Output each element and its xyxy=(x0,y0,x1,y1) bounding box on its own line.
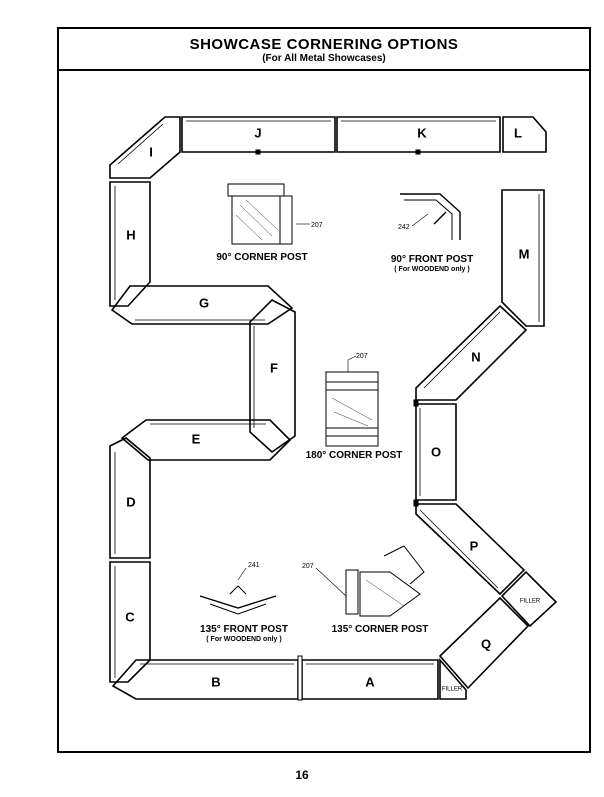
label-M: M xyxy=(519,246,530,261)
label-K: K xyxy=(417,125,427,140)
label-E: E xyxy=(192,431,201,446)
label-G: G xyxy=(199,295,209,310)
case-L xyxy=(502,116,547,153)
caption-180-corner-post: 180° CORNER POST xyxy=(306,450,403,461)
part-number-242: 242 xyxy=(398,224,410,231)
label-H: H xyxy=(126,227,135,242)
filler-lower-label: FILLER xyxy=(442,687,463,693)
caption-135-corner-post: 135° CORNER POST xyxy=(332,624,429,635)
label-C: C xyxy=(125,609,135,624)
corner-post-90-detail xyxy=(227,183,310,245)
corner-post-135-detail xyxy=(315,545,425,617)
page-title: SHOWCASE CORNERING OPTIONS xyxy=(189,36,459,53)
case-M xyxy=(501,189,545,327)
label-L: L xyxy=(514,125,522,140)
label-D: D xyxy=(126,494,135,509)
page-number: 16 xyxy=(295,768,309,782)
label-P: P xyxy=(470,538,479,553)
page-subtitle: (For All Metal Showcases) xyxy=(262,53,386,64)
part-number-207-b: 207 xyxy=(356,353,368,360)
case-G xyxy=(110,285,294,325)
case-B xyxy=(111,659,299,700)
part-number-207-a: 207 xyxy=(311,222,323,229)
filler-upper-label: FILLER xyxy=(520,599,541,605)
label-A: A xyxy=(365,674,375,689)
case-I xyxy=(109,116,181,179)
caption-135-front-post: 135° FRONT POST xyxy=(200,624,288,635)
case-D xyxy=(109,437,151,559)
header: SHOWCASE CORNERING OPTIONS (For All Meta… xyxy=(59,29,589,71)
label-I: I xyxy=(149,144,153,159)
note-90-front-post: ( For WOODEND only ) xyxy=(394,266,469,273)
caption-90-corner-post: 90° CORNER POST xyxy=(216,252,307,263)
page-frame: SHOWCASE CORNERING OPTIONS (For All Meta… xyxy=(57,27,591,753)
caption-90-front-post: 90° FRONT POST xyxy=(391,254,473,265)
case-J xyxy=(181,116,336,153)
case-K xyxy=(336,116,501,153)
filler-lower xyxy=(439,657,467,700)
case-N xyxy=(415,304,528,401)
note-135-front-post: ( For WOODEND only ) xyxy=(206,636,281,643)
part-number-241: 241 xyxy=(248,562,260,569)
label-Q: Q xyxy=(481,636,491,651)
filler-upper xyxy=(500,570,558,628)
label-O: O xyxy=(431,444,441,459)
case-P xyxy=(415,503,526,596)
case-F xyxy=(249,299,296,454)
label-N: N xyxy=(471,349,480,364)
case-Q xyxy=(438,596,530,690)
case-O xyxy=(415,403,457,501)
front-post-90-detail xyxy=(400,193,461,240)
case-E xyxy=(120,419,292,461)
part-number-207-c: 207 xyxy=(302,563,314,570)
front-post-135-detail xyxy=(199,567,277,615)
case-H xyxy=(109,181,151,307)
case-C xyxy=(109,561,151,683)
label-J: J xyxy=(254,125,261,140)
label-B: B xyxy=(211,674,220,689)
label-F: F xyxy=(270,360,278,375)
corner-post-180-detail xyxy=(325,355,379,447)
